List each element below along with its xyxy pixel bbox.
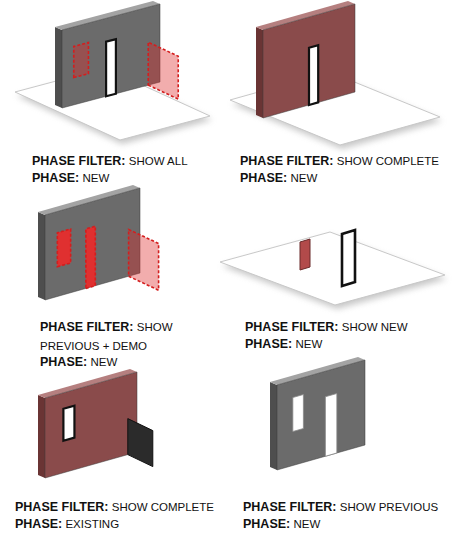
phase-panel xyxy=(230,1,442,149)
demolished-infill xyxy=(57,229,70,267)
new-opening xyxy=(63,406,74,441)
wall-end xyxy=(38,395,45,478)
wall-end xyxy=(38,212,45,300)
existing-wall xyxy=(128,419,153,467)
phase-panel xyxy=(270,357,365,470)
phase-panel xyxy=(15,1,212,144)
phase-caption: PHASE: NEW xyxy=(240,168,462,187)
phase-caption: PHASE: NEW xyxy=(32,168,232,187)
new-opening xyxy=(309,45,318,105)
wall-end xyxy=(256,27,263,118)
phase-caption: PHASE: NEW xyxy=(40,352,190,371)
phase-caption: PHASE: EXISTING xyxy=(15,514,237,533)
wall-face xyxy=(263,4,355,118)
wall-end xyxy=(270,382,277,470)
phase-caption: PHASE: NEW xyxy=(243,514,465,533)
wall-face xyxy=(62,4,160,108)
phase-caption: PHASE: NEW xyxy=(245,334,460,353)
wall-face xyxy=(45,372,137,478)
phase-panel xyxy=(38,185,159,300)
door-frame xyxy=(342,230,355,286)
phase-panel xyxy=(220,230,447,309)
floor-plane xyxy=(220,232,445,305)
infill-panel xyxy=(300,239,310,270)
demolished-opening xyxy=(74,42,89,77)
wall-face xyxy=(277,360,365,470)
wall-face xyxy=(45,188,140,300)
new-opening xyxy=(106,39,116,96)
wall-end xyxy=(55,27,62,108)
wall-opening xyxy=(293,395,304,432)
wall-opening xyxy=(325,394,336,457)
phase-filter-caption: PHASE FILTER: SHOW COMPLETE xyxy=(240,151,462,170)
demolished-wall xyxy=(129,229,159,290)
phase-filter-caption: PHASE FILTER: SHOW NEW xyxy=(245,317,460,336)
phase-filter-caption: PHASE FILTER: SHOW PREVIOUS + DEMO xyxy=(40,317,190,355)
phase-filter-caption: PHASE FILTER: SHOW ALL xyxy=(32,151,232,170)
phase-filter-caption: PHASE FILTER: SHOW PREVIOUS xyxy=(243,497,465,516)
demolished-wall xyxy=(148,42,178,99)
demolished-infill xyxy=(86,226,96,288)
phase-filter-caption: PHASE FILTER: SHOW COMPLETE xyxy=(15,497,237,516)
phase-panel xyxy=(38,369,153,478)
